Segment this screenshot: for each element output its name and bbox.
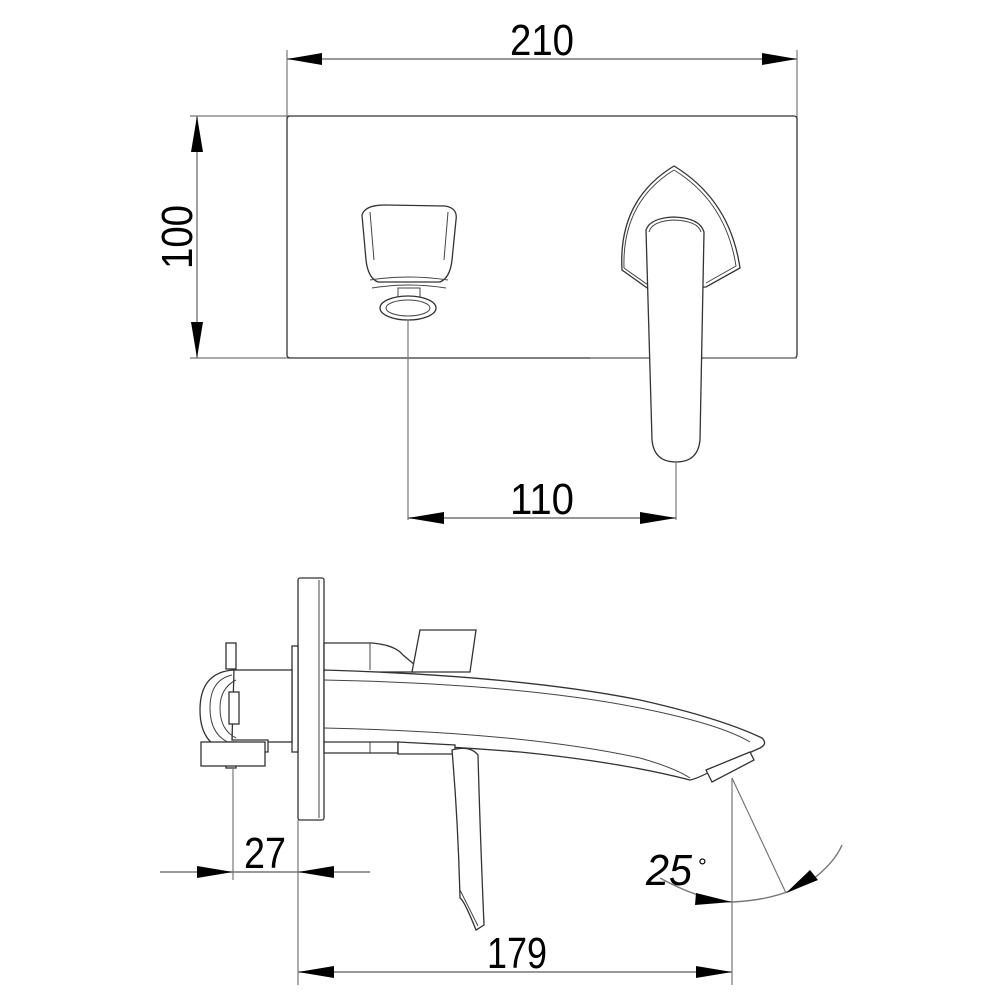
spout-outlet-front: [361, 204, 457, 520]
dimension-label-27: 27: [244, 829, 286, 878]
arrow-right-icon: [762, 53, 797, 65]
wall-plate-side: [297, 577, 325, 821]
arrow-right-icon: [695, 893, 732, 905]
arrow-left-icon: [298, 966, 334, 978]
dimension-label-179: 179: [487, 929, 547, 978]
dimension-wall-body-depth: 27: [160, 820, 370, 985]
dimension-label-110: 110: [510, 475, 574, 524]
arrow-left-icon: [408, 512, 444, 524]
arrow-left-icon: [298, 866, 334, 878]
dimension-spout-handle-spacing: 110: [408, 475, 676, 524]
arrow-down-icon: [191, 322, 203, 358]
arrow-up-icon: [191, 116, 203, 152]
arrow-right-icon: [640, 512, 676, 524]
dimension-plate-width: 210: [286, 16, 798, 120]
arrow-down-icon: [786, 870, 818, 893]
arrow-right-icon: [197, 866, 233, 878]
dimension-label-25: 25: [645, 846, 692, 895]
dimension-plate-height: 100: [153, 115, 290, 359]
dimension-label-210: 210: [510, 16, 574, 65]
arrow-right-icon: [696, 966, 732, 978]
dimension-spout-angle: 25 °: [645, 777, 843, 985]
arrow-left-icon: [287, 53, 322, 65]
dimension-label-100: 100: [153, 205, 202, 269]
front-view: 210 100: [153, 16, 798, 524]
in-wall-body: [199, 642, 293, 880]
degree-symbol: °: [698, 854, 707, 879]
spout-side: [323, 629, 766, 931]
lever-handle-front: [590, 165, 797, 520]
side-view: 27 25 ° 179: [160, 577, 843, 985]
dimension-spout-projection: 179: [298, 929, 732, 978]
